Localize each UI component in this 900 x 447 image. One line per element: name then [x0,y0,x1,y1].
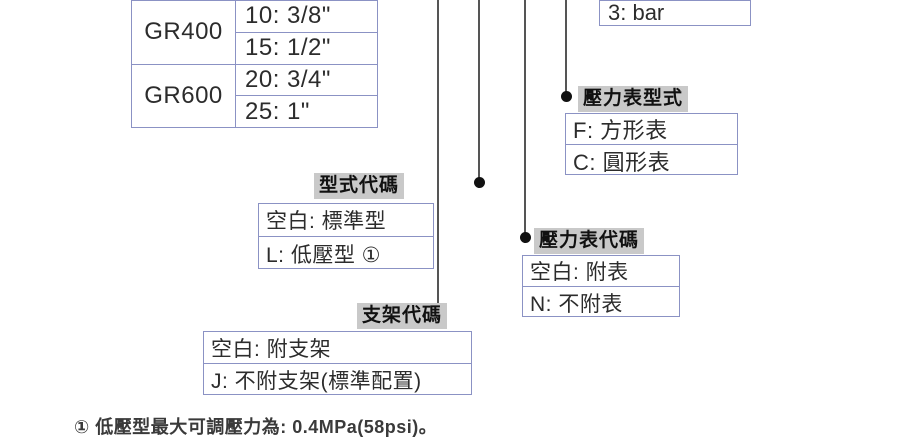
model-port-cell: 20: 3/4" [236,65,377,97]
leader-dot-gauge-code [520,232,531,243]
leader-line-gauge-code [524,0,526,243]
section-box-gauge-code: 空白: 附表 N: 不附表 [522,255,680,317]
section-box-body-type: 空白: 標準型 L: 低壓型 ① [258,203,434,269]
section-caption-gauge-code: 壓力表代碼 [534,228,645,254]
option-gauge-code-with-gauge: 空白: 附表 [523,256,679,287]
option-body-type-low-pressure: L: 低壓型 ① [266,243,382,267]
leader-line-body-type [478,0,480,188]
leader-line-gauge-type [565,0,567,100]
leader-dot-gauge-type [561,91,572,102]
model-series-column: GR400 GR600 [132,1,236,127]
model-series-cell: GR400 [132,1,235,65]
leader-line-bracket-code [437,0,439,318]
section-caption-body-type: 型式代碼 [314,173,405,199]
pressure-unit-box: 3: bar [599,0,751,26]
option-gauge-type-square: F: 方形表 [566,114,737,145]
section-caption-gauge-type: 壓力表型式 [578,86,689,112]
model-series-table: GR400 GR600 10: 3/8" 15: 1/2" 20: 3/4" 2… [131,0,378,128]
option-gauge-type-round: C: 圓形表 [573,149,671,175]
footnote-low-pressure: ① 低壓型最大可調壓力為: 0.4MPa(58psi)。 [74,417,438,437]
model-port-cell: 10: 3/8" [236,1,377,33]
model-port-cell: 25: 1" [245,97,310,125]
section-box-bracket-code: 空白: 附支架 J: 不附支架(標準配置) [203,331,472,395]
section-box-gauge-type: F: 方形表 C: 圓形表 [565,113,738,175]
leader-dot-body-type [474,177,485,188]
model-series-cell: GR600 [144,81,223,109]
section-caption-bracket-code: 支架代碼 [357,303,448,329]
option-body-type-standard: 空白: 標準型 [259,204,433,237]
model-port-cell: 15: 1/2" [236,33,377,65]
option-gauge-code-without-gauge: N: 不附表 [530,292,623,316]
option-bracket-code-without-bracket: J: 不附支架(標準配置) [211,370,422,393]
model-port-column: 10: 3/8" 15: 1/2" 20: 3/4" 25: 1" [236,1,377,127]
option-bracket-code-with-bracket: 空白: 附支架 [204,332,471,364]
